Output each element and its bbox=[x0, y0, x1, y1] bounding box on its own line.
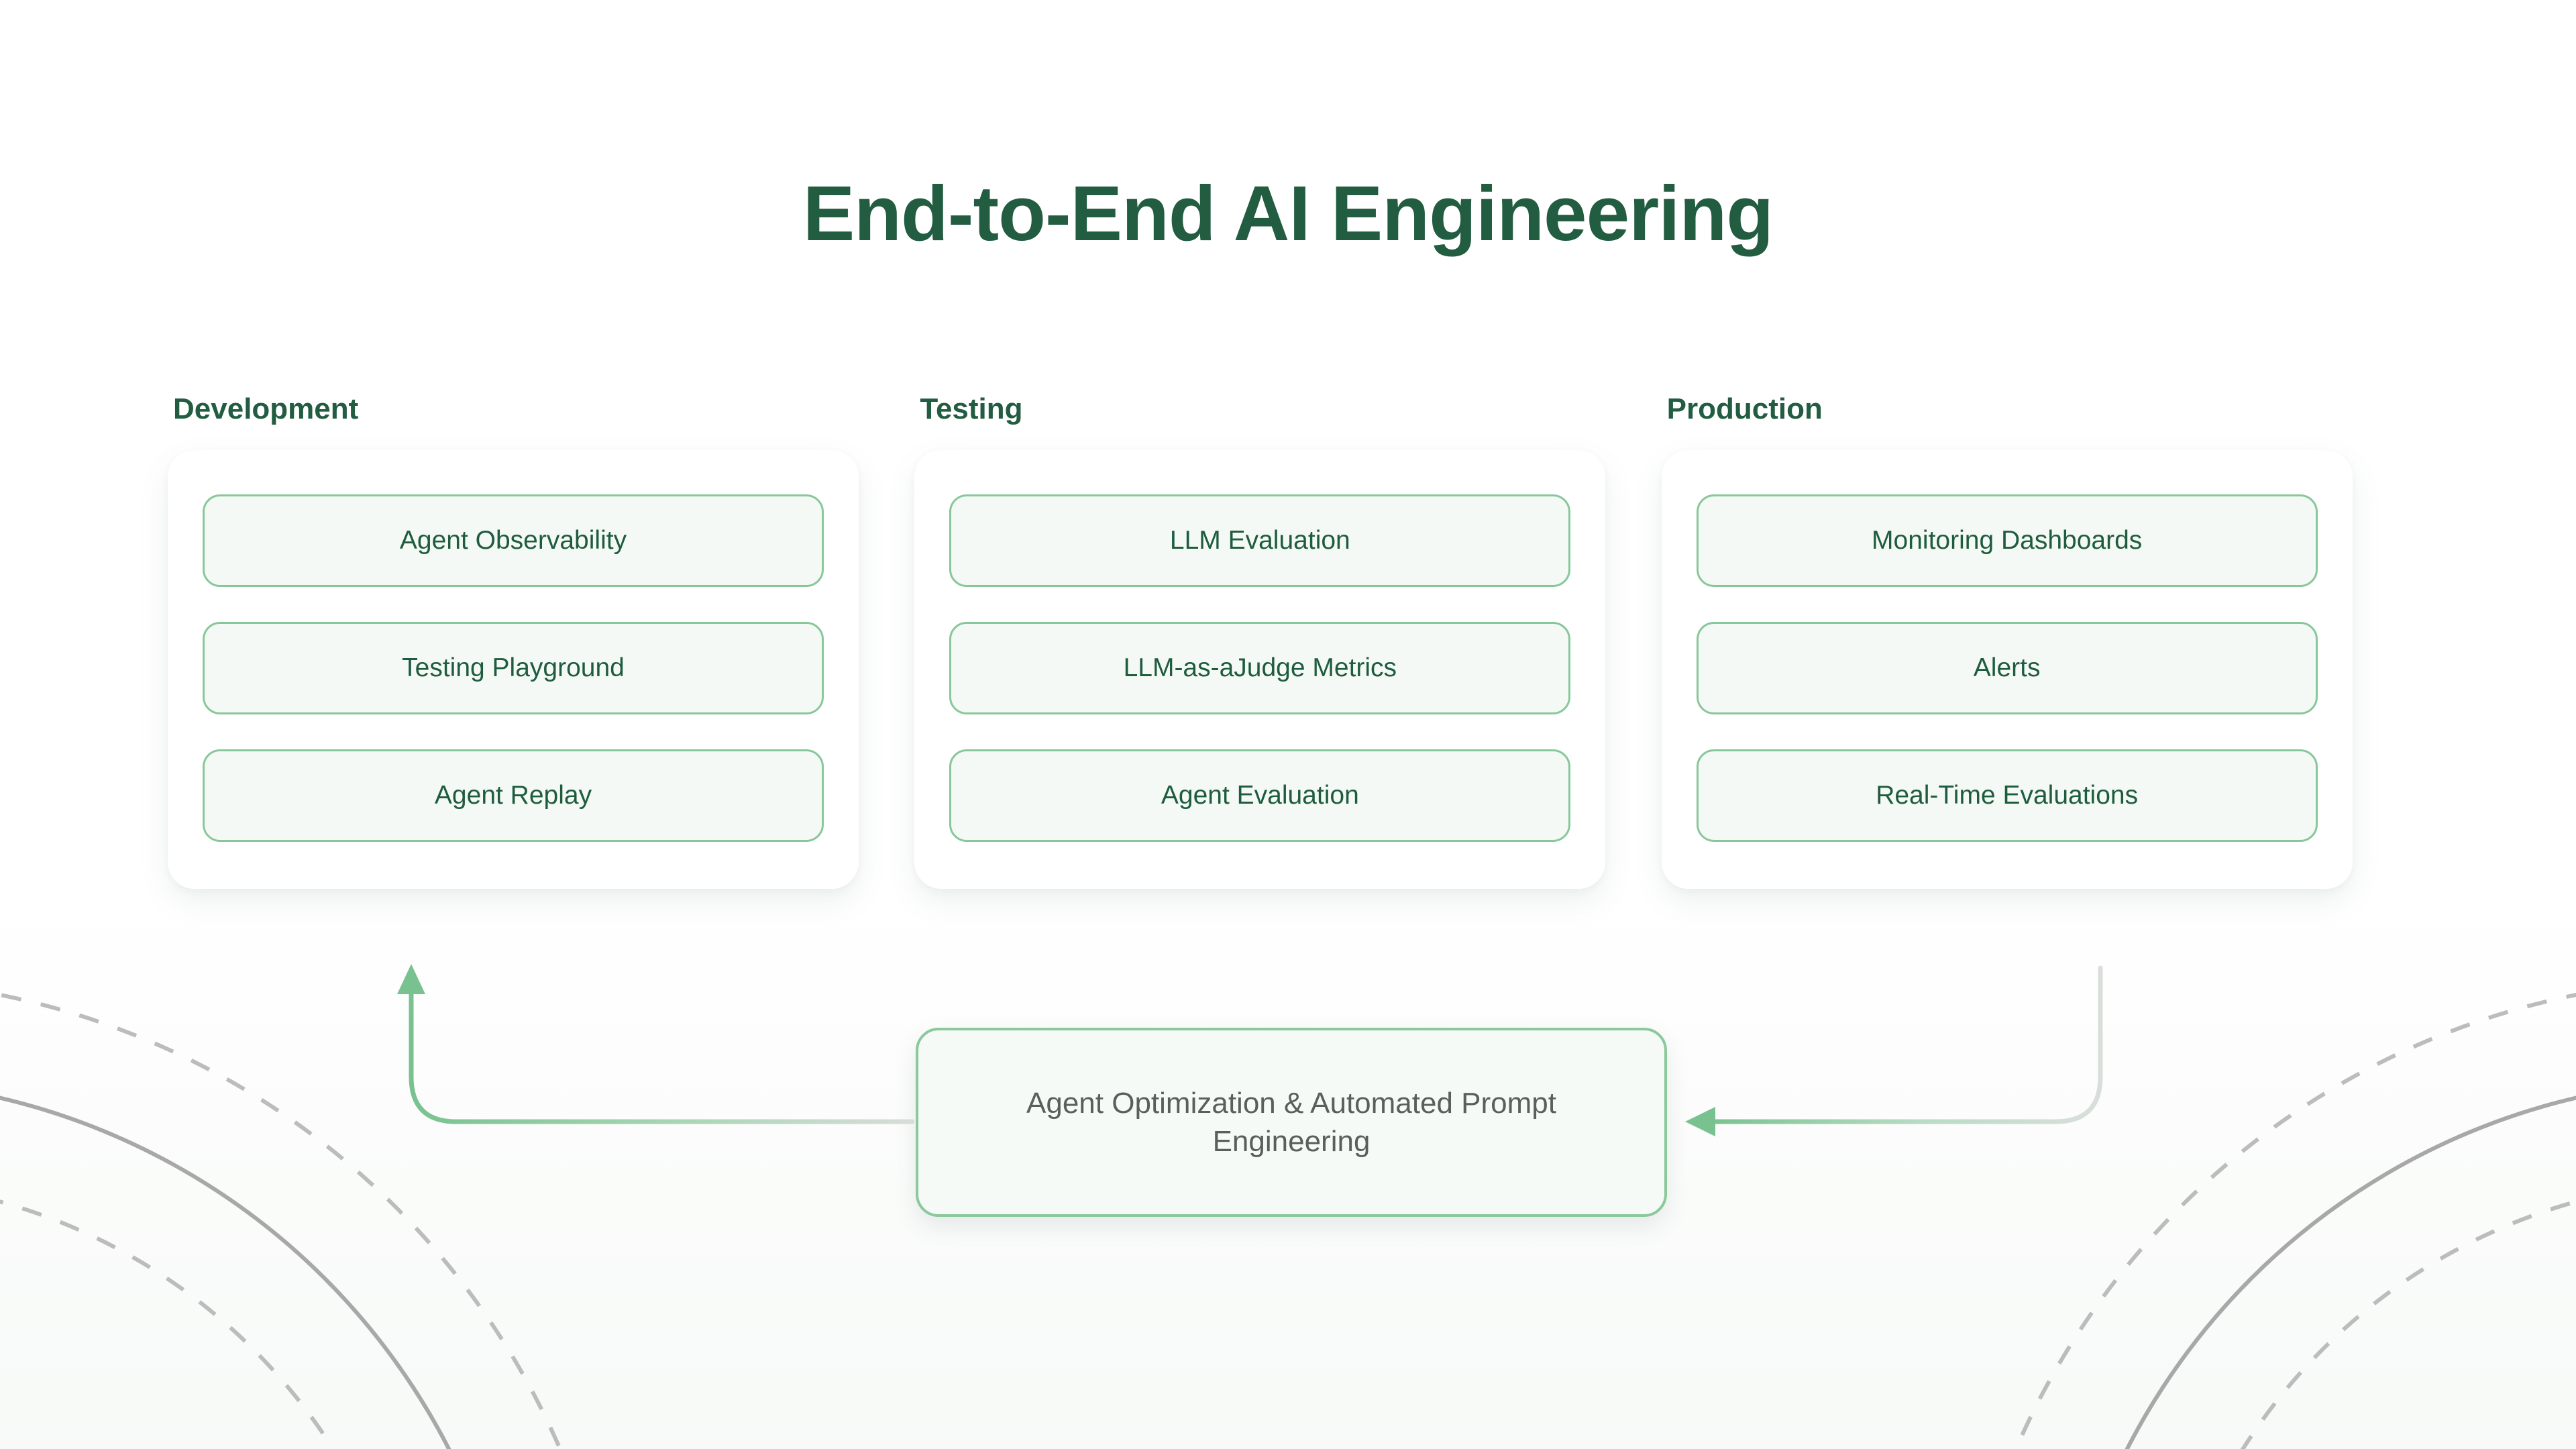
stage-columns: Development Agent Observability Testing … bbox=[168, 394, 2408, 889]
feature-pill-agent-replay[interactable]: Agent Replay bbox=[203, 749, 824, 842]
decor-arc-left-inner bbox=[0, 1199, 336, 1449]
decor-arc-right-middle bbox=[2125, 1095, 2576, 1449]
feature-pill-llm-as-a-judge-metrics[interactable]: LLM-as-aJudge Metrics bbox=[949, 622, 1571, 714]
feedback-to-development-arrowhead bbox=[397, 964, 425, 994]
column-card-testing: LLM Evaluation LLM-as-aJudge Metrics Age… bbox=[914, 450, 1606, 889]
feedback-to-development-path bbox=[409, 982, 915, 1124]
feature-pill-monitoring-dashboards[interactable]: Monitoring Dashboards bbox=[1696, 494, 2318, 587]
column-card-production: Monitoring Dashboards Alerts Real-Time E… bbox=[1661, 450, 2353, 889]
feature-pill-real-time-evaluations[interactable]: Real-Time Evaluations bbox=[1696, 749, 2318, 842]
feature-pill-alerts[interactable]: Alerts bbox=[1696, 622, 2318, 714]
production-to-feedback-arrowhead bbox=[1685, 1107, 1715, 1136]
column-header-production: Production bbox=[1666, 392, 1823, 425]
feedback-loop-box[interactable]: Agent Optimization & Automated Prompt En… bbox=[916, 1028, 1667, 1217]
column-header-testing: Testing bbox=[920, 392, 1023, 425]
feature-pill-agent-observability[interactable]: Agent Observability bbox=[203, 494, 824, 587]
feature-pill-llm-evaluation[interactable]: LLM Evaluation bbox=[949, 494, 1571, 587]
feedback-loop-label: Agent Optimization & Automated Prompt En… bbox=[1026, 1086, 1556, 1158]
column-testing: Testing LLM Evaluation LLM-as-aJudge Met… bbox=[914, 394, 1661, 889]
decor-arc-right-inner bbox=[2240, 1199, 2576, 1449]
feature-pill-agent-evaluation[interactable]: Agent Evaluation bbox=[949, 749, 1571, 842]
column-production: Production Monitoring Dashboards Alerts … bbox=[1661, 392, 2408, 889]
decor-arc-right-outer bbox=[2014, 993, 2576, 1449]
production-to-feedback-path bbox=[1707, 965, 2103, 1124]
column-development: Development Agent Observability Testing … bbox=[168, 394, 914, 889]
feature-pill-testing-playground[interactable]: Testing Playground bbox=[203, 622, 824, 714]
decor-arc-left-middle bbox=[0, 1095, 451, 1449]
column-card-development: Agent Observability Testing Playground A… bbox=[168, 450, 859, 889]
column-header-development: Development bbox=[173, 392, 359, 425]
decor-arc-left-outer bbox=[0, 993, 562, 1449]
page-title: End-to-End AI Engineering bbox=[802, 170, 1774, 257]
